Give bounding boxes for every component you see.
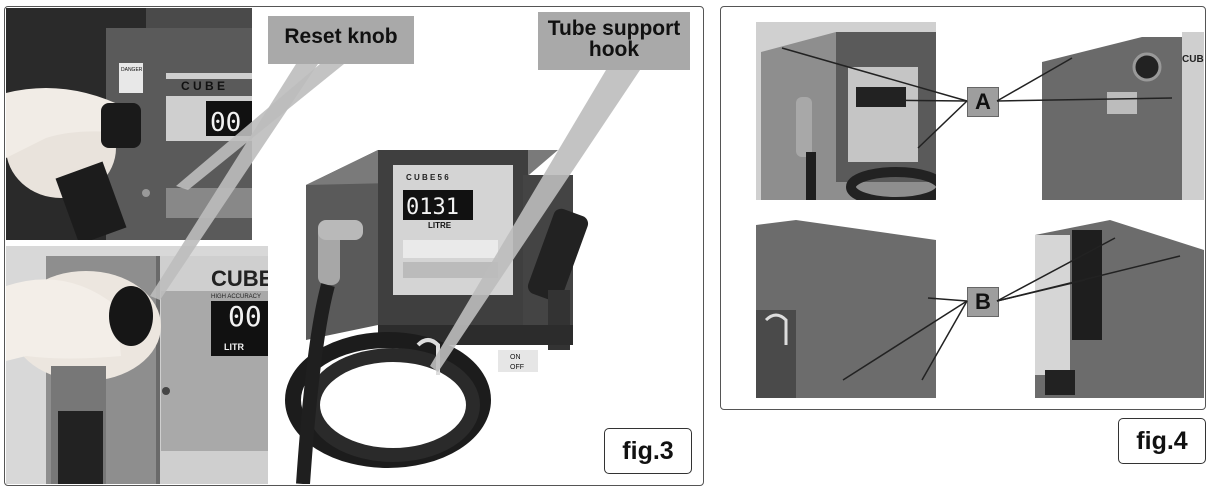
fig4-photo-b-right — [1030, 220, 1204, 398]
fig3-main-litre: LITRE — [428, 221, 452, 230]
fig4-photo-a-left — [756, 22, 936, 200]
fig4-photo-b-right-svg — [1030, 220, 1204, 398]
fig4-a-brand: CUBE — [1182, 54, 1204, 65]
fig3-bottom-display: 00 — [228, 300, 262, 333]
reset-knob-callout: Reset knob — [268, 16, 414, 64]
fig3-danger-sticker: DANGER — [119, 63, 143, 93]
fig3-label: fig.3 — [604, 428, 692, 474]
fig4-marker-b-text: B — [975, 289, 991, 314]
fig3-photo-reset-knob-bottom-svg: CUBE HIGH ACCURACY 00 LITR — [6, 246, 268, 484]
fig3-bottom-brand: CUBE — [211, 266, 268, 291]
fig4-marker-a-text: A — [975, 89, 991, 114]
fig3-switch-off: OFF — [510, 364, 524, 371]
fig4-label-text: fig.4 — [1136, 427, 1188, 455]
fig3-photo-dispenser: C U B E 5 6 0131 LITRE ON OFF — [278, 100, 702, 484]
fig3-top-display: 00 — [210, 108, 241, 138]
tube-support-hook-callout-line1: Tube support — [547, 17, 681, 40]
fig4-photo-a-right: CUBE — [1032, 22, 1204, 200]
fig3-photo-reset-knob-top: C U B E 00 DANGER — [6, 8, 252, 240]
fig4-marker-b: B — [967, 287, 999, 317]
fig4-marker-a: A — [967, 87, 999, 117]
reset-knob-callout-text: Reset knob — [284, 25, 398, 48]
fig3-photo-dispenser-svg: C U B E 5 6 0131 LITRE ON OFF — [278, 100, 702, 484]
fig3-label-text: fig.3 — [622, 437, 674, 465]
fig4-photo-a-left-svg — [756, 22, 936, 200]
fig3-switch-on: ON — [510, 354, 521, 361]
fig3-danger-text: DANGER — [121, 67, 143, 73]
fig4-photo-b-left — [756, 220, 936, 398]
tube-support-hook-callout-line2: hook — [588, 38, 640, 61]
fig3-photo-reset-knob-bottom: CUBE HIGH ACCURACY 00 LITR — [6, 246, 268, 484]
tube-support-hook-callout: Tube support hook — [538, 12, 690, 70]
fig3-photo-reset-knob-top-svg: C U B E 00 DANGER — [6, 8, 252, 240]
fig4-photo-b-left-svg — [756, 220, 936, 398]
fig4-photo-a-right-svg: CUBE — [1032, 22, 1204, 200]
fig3-main-brand: C U B E 5 6 — [406, 173, 449, 182]
fig3-top-brand: C U B E — [181, 79, 225, 93]
fig4-label: fig.4 — [1118, 418, 1206, 464]
fig3-bottom-litre: LITR — [224, 342, 244, 352]
fig3-main-display: 0131 — [406, 195, 459, 220]
